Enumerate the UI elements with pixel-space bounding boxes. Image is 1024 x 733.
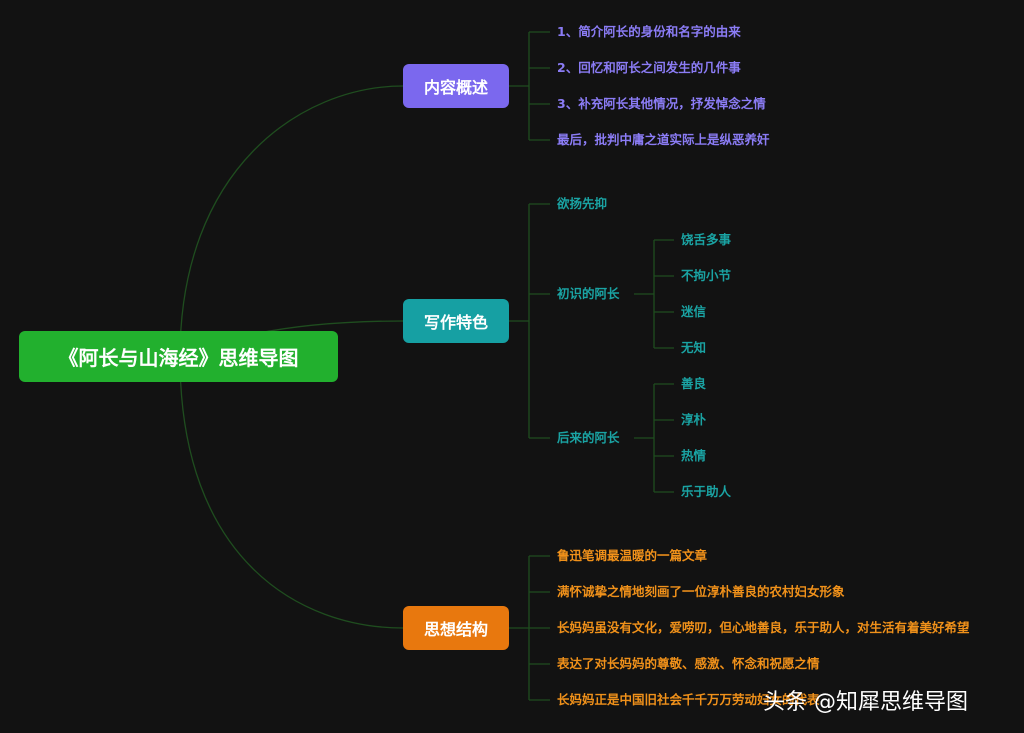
leaf-overview-2[interactable]: 2、回忆和阿长之间发生的几件事 xyxy=(557,60,741,75)
leaf-early-2[interactable]: 不拘小节 xyxy=(681,268,732,283)
leaf-early-3[interactable]: 迷信 xyxy=(681,304,707,319)
watermark: 头条 @知犀思维导图 xyxy=(763,690,968,715)
leaf-later-2[interactable]: 淳朴 xyxy=(681,412,707,427)
leaf-feature-1[interactable]: 欲扬先抑 xyxy=(557,196,608,211)
leaf-thought-3[interactable]: 长妈妈虽没有文化，爱唠叨，但心地善良，乐于助人，对生活有着美好希望 xyxy=(557,620,970,635)
leaf-overview-4[interactable]: 最后，批判中庸之道实际上是纵恶养奸 xyxy=(557,132,770,147)
leaf-feature-early[interactable]: 初识的阿长 xyxy=(557,286,620,301)
leaf-thought-2[interactable]: 满怀诚挚之情地刻画了一位淳朴善良的农村妇女形象 xyxy=(557,584,845,599)
leaf-later-3[interactable]: 热情 xyxy=(681,448,707,463)
leaf-later-4[interactable]: 乐于助人 xyxy=(681,484,732,499)
leaf-later-1[interactable]: 善良 xyxy=(681,376,707,391)
leaf-overview-3[interactable]: 3、补充阿长其他情况，抒发悼念之情 xyxy=(557,96,766,111)
branch-writing-features[interactable]: 写作特色 xyxy=(403,299,509,343)
leaf-thought-5[interactable]: 长妈妈正是中国旧社会千千万万劳动妇女的代表 xyxy=(557,692,820,707)
root-node[interactable]: 《阿长与山海经》思维导图 xyxy=(19,331,338,382)
leaf-thought-1[interactable]: 鲁迅笔调最温暖的一篇文章 xyxy=(557,548,708,563)
leaf-feature-later[interactable]: 后来的阿长 xyxy=(557,430,620,445)
leaf-early-4[interactable]: 无知 xyxy=(681,340,707,355)
leaf-overview-1[interactable]: 1、简介阿长的身份和名字的由来 xyxy=(557,24,741,39)
branch-thought-structure[interactable]: 思想结构 xyxy=(403,606,509,650)
branch-content-overview[interactable]: 内容概述 xyxy=(403,64,509,108)
leaf-early-1[interactable]: 饶舌多事 xyxy=(681,232,732,247)
leaf-thought-4[interactable]: 表达了对长妈妈的尊敬、感激、怀念和祝愿之情 xyxy=(557,656,820,671)
